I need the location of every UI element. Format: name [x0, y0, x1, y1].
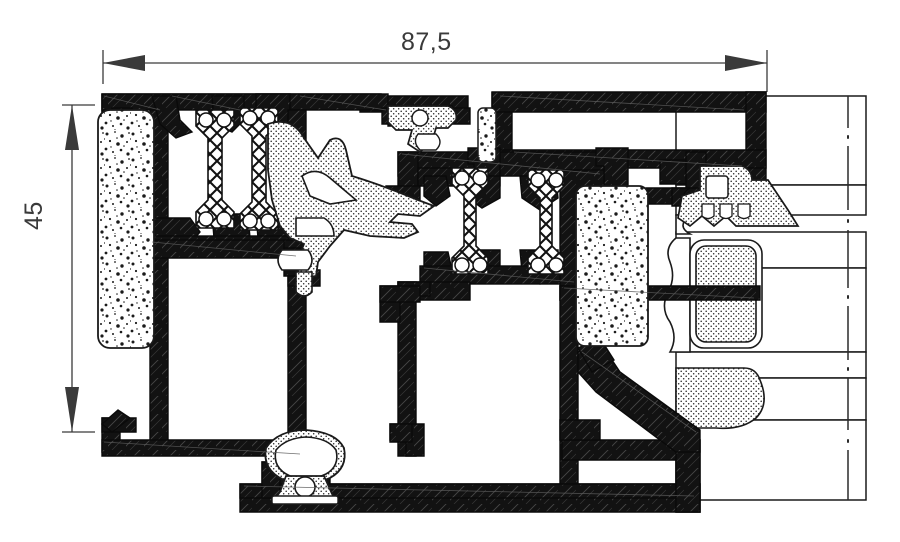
dimension-width	[102, 50, 768, 92]
profile-hatch-accents	[103, 95, 755, 497]
thermal-break-centre-right	[527, 169, 565, 275]
dimension-height	[62, 104, 95, 433]
centre-gasket	[267, 120, 436, 297]
foam-block-centre	[575, 185, 649, 347]
dimension-label-width: 87,5	[401, 28, 452, 56]
glazing-bead-gasket	[677, 165, 800, 228]
thermal-break-centre-left	[451, 167, 489, 275]
dimension-label-height: 45	[20, 201, 48, 230]
thermal-break-lower	[239, 107, 279, 231]
top-gasket	[387, 105, 458, 154]
foam-block-left	[97, 109, 155, 349]
bottom-glazing-gasket	[675, 367, 765, 430]
foam-sliver	[477, 107, 497, 163]
thermal-break-upper	[195, 109, 235, 229]
